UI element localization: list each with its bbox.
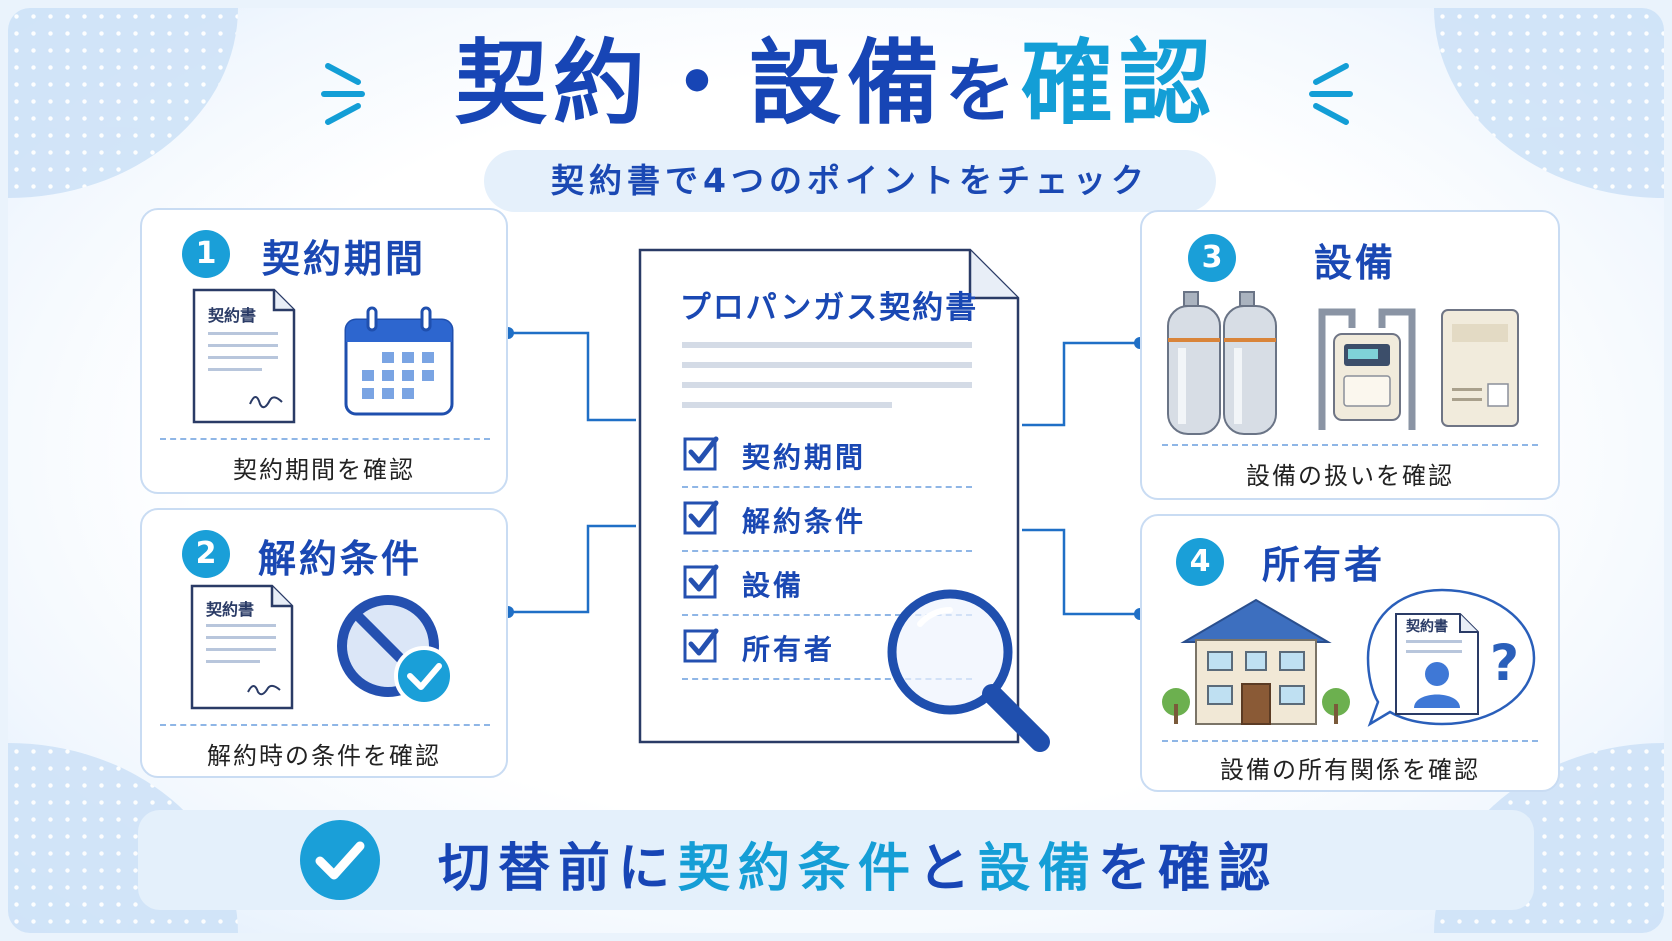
card-owner: 4 所有者 契約書 ? 設備の所有関係を確認	[1140, 514, 1560, 792]
summary-banner: 切替前に契約条件と設備を確認	[138, 810, 1534, 910]
document-label-1: 契約書	[208, 306, 257, 325]
card-divider-2	[160, 724, 490, 726]
prohibited-check-icon	[337, 595, 454, 706]
title-part-3: 確認	[1021, 30, 1218, 137]
document-title: プロパンガス契約書	[679, 290, 979, 326]
step-number-3: 3	[1188, 234, 1236, 282]
card-equipment: 3 設備 設備の扱いを確認	[1140, 210, 1560, 500]
checklist-divider	[682, 550, 972, 552]
house-icon	[1162, 598, 1350, 725]
card-caption-3: 設備の扱いを確認	[1246, 462, 1454, 490]
step-number-4: 4	[1176, 538, 1224, 586]
subtitle-pill: 契約書で4つのポイントをチェック	[484, 150, 1216, 212]
summary-part-3: と	[918, 839, 979, 899]
card-divider-3	[1162, 444, 1538, 446]
burst-lines-left-icon	[321, 63, 365, 125]
checklist-label-4: 所有者	[742, 633, 836, 666]
calendar-icon	[344, 306, 454, 416]
title-part-1: 契約・設備	[454, 30, 945, 137]
summary-part-2: 契約条件	[678, 839, 919, 899]
gas-meter-icon	[1318, 308, 1416, 430]
summary-text: 切替前に契約条件と設備を確認	[438, 826, 1278, 901]
card-contract-period: 1 契約期間 契約書 契約期間を確認	[140, 208, 508, 494]
checkbox-checked-icon	[683, 628, 719, 663]
page-title: 契約・設備を確認	[0, 24, 1672, 144]
burst-lines-right-icon	[1309, 63, 1353, 125]
question-mark: ?	[1490, 634, 1520, 692]
gas-cylinders-icon	[1167, 291, 1277, 435]
check-circle-icon	[300, 820, 380, 900]
document-label-2: 契約書	[206, 600, 255, 619]
checkbox-checked-icon	[683, 564, 719, 599]
contract-document-icon	[192, 288, 296, 424]
checklist-divider	[682, 678, 972, 680]
card-caption-4: 設備の所有関係を確認	[1220, 756, 1480, 784]
contract-document-icon	[190, 584, 294, 710]
water-heater-icon	[1441, 309, 1519, 427]
card-title-4: 所有者	[1262, 543, 1386, 587]
step-number-2: 2	[182, 530, 230, 578]
card-divider-4	[1162, 740, 1538, 742]
summary-part-5: を確認	[1098, 839, 1279, 899]
step-number-1: 1	[182, 230, 230, 278]
checkbox-checked-icon	[683, 500, 719, 535]
card-title-2: 解約条件	[258, 537, 423, 581]
magnifying-glass-icon	[887, 589, 1050, 752]
summary-part-4: 設備	[978, 839, 1099, 899]
card-caption-1: 契約期間を確認	[233, 456, 415, 484]
card-caption-2: 解約時の条件を確認	[207, 742, 441, 770]
summary-part-1: 切替前に	[438, 839, 679, 899]
checklist-divider	[682, 486, 972, 488]
contract-with-person-icon	[1395, 613, 1479, 715]
card-title-3: 設備	[1314, 241, 1397, 285]
title-part-2: を	[945, 50, 1021, 132]
checklist-label-3: 設備	[742, 569, 805, 602]
card-title-1: 契約期間	[262, 237, 427, 281]
document-label-4: 契約書	[1406, 619, 1448, 635]
card-cancellation-terms: 2 解約条件 契約書 解約時の条件を確認	[140, 508, 508, 778]
card-divider-1	[160, 438, 490, 440]
checklist-label-2: 解約条件	[742, 505, 867, 538]
checklist-label-1: 契約期間	[742, 441, 867, 474]
checkbox-checked-icon	[683, 436, 719, 471]
checklist-divider	[682, 614, 972, 616]
